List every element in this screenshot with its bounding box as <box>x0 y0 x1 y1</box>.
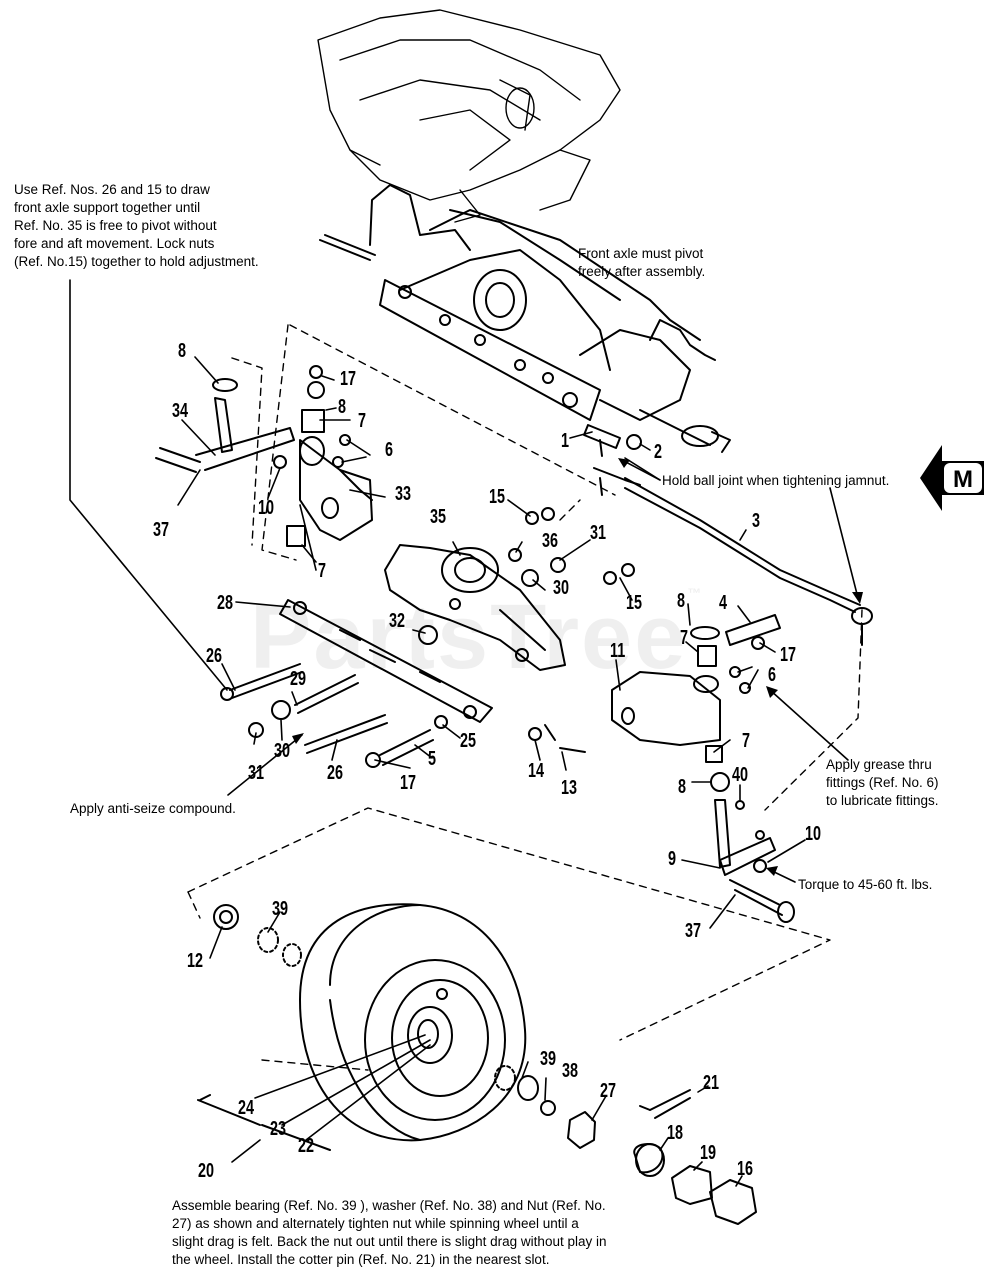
callout-23: 23 <box>270 1118 287 1140</box>
front-axle-assembled <box>319 184 731 453</box>
callout-31-right: 31 <box>590 522 607 544</box>
note-ball-joint: Hold ball joint when tightening jamnut. <box>662 473 890 488</box>
callout-20: 20 <box>198 1160 215 1182</box>
callout-2: 2 <box>654 441 663 463</box>
wheel-tire <box>197 903 527 1151</box>
callout-15-upper: 15 <box>489 486 506 508</box>
callout-38: 38 <box>562 1060 579 1082</box>
callout-24: 24 <box>238 1097 255 1119</box>
callout-8-d: 8 <box>678 776 687 798</box>
callout-12: 12 <box>187 950 204 972</box>
callout-21: 21 <box>703 1072 720 1094</box>
note-assembly-instructions: Assemble bearing (Ref. No. 39 ), washer … <box>172 1198 607 1267</box>
callout-26-lower: 26 <box>327 762 344 784</box>
callout-8-b: 8 <box>338 396 347 418</box>
callout-29: 29 <box>290 668 307 690</box>
callout-7-d: 7 <box>742 730 751 752</box>
callout-30-right: 30 <box>553 577 570 599</box>
tractor-frame <box>317 9 621 223</box>
callout-36: 36 <box>542 530 559 552</box>
leader-lines <box>69 279 806 1187</box>
callout-32: 32 <box>389 610 406 632</box>
callout-34: 34 <box>172 400 189 422</box>
callout-6-left: 6 <box>385 439 394 461</box>
callout-9: 9 <box>668 848 677 870</box>
callout-37-left: 37 <box>153 519 170 541</box>
callout-22: 22 <box>298 1135 315 1157</box>
callout-39-lower: 39 <box>540 1048 557 1070</box>
callout-25: 25 <box>460 730 477 752</box>
callout-37-right: 37 <box>685 920 702 942</box>
callout-8-a: 8 <box>178 340 187 362</box>
callout-7-b: 7 <box>318 560 327 582</box>
note-arrows <box>227 459 859 883</box>
right-spindle <box>714 799 795 923</box>
callout-10-right: 10 <box>805 823 822 845</box>
callout-28: 28 <box>217 592 234 614</box>
ball-joint-parts <box>583 424 642 496</box>
callout-4: 4 <box>719 592 728 614</box>
note-anti-seize: Apply anti-seize compound. <box>70 801 236 816</box>
callout-5: 5 <box>428 748 437 770</box>
callout-33: 33 <box>395 483 412 505</box>
callout-13: 13 <box>561 777 578 799</box>
callout-7-c: 7 <box>680 627 689 649</box>
note-grease-fittings: Apply grease thru fittings (Ref. No. 6) … <box>826 757 939 808</box>
hardware-center <box>508 507 635 753</box>
note-torque: Torque to 45-60 ft. lbs. <box>798 877 933 892</box>
note-adjustment: Use Ref. Nos. 26 and 15 to draw front ax… <box>14 182 259 269</box>
callout-7-a: 7 <box>358 410 367 432</box>
right-pivot-housing <box>611 614 781 810</box>
callout-31-left: 31 <box>248 762 265 784</box>
note-axle-pivot: Front axle must pivot freely after assem… <box>578 246 706 279</box>
callout-3: 3 <box>752 510 761 532</box>
callout-11: 11 <box>610 640 626 662</box>
callout-26-upper: 26 <box>206 645 223 667</box>
callout-19: 19 <box>700 1142 717 1164</box>
section-m-tab: M <box>920 445 984 511</box>
callout-27: 27 <box>600 1080 617 1102</box>
callout-8-c: 8 <box>677 590 686 612</box>
callout-39-upper: 39 <box>272 898 289 920</box>
axle-support-plate <box>279 599 493 723</box>
callout-14: 14 <box>528 760 545 782</box>
partstree-watermark: PartsTree™ <box>250 585 704 688</box>
arrow-heads <box>292 458 863 876</box>
callout-30-left: 30 <box>274 740 291 762</box>
callout-17-a: 17 <box>340 368 357 390</box>
left-pivot-housing <box>286 365 373 547</box>
bolts-and-washers <box>220 663 448 768</box>
phantom-lines <box>187 324 863 1071</box>
callout-17-c: 17 <box>400 772 417 794</box>
callout-35: 35 <box>430 506 447 528</box>
callout-1: 1 <box>561 430 570 452</box>
callout-18: 18 <box>667 1122 684 1144</box>
callout-6-right: 6 <box>768 664 777 686</box>
left-spindle <box>155 378 295 473</box>
callout-40: 40 <box>732 764 749 786</box>
callout-16: 16 <box>737 1158 754 1180</box>
section-tab-letter: M <box>953 466 973 493</box>
hub-hardware <box>213 904 757 1225</box>
callout-17-b: 17 <box>780 644 797 666</box>
center-pivot-bracket <box>384 544 566 671</box>
callout-15-lower: 15 <box>626 592 643 614</box>
callout-10-left: 10 <box>258 497 275 519</box>
